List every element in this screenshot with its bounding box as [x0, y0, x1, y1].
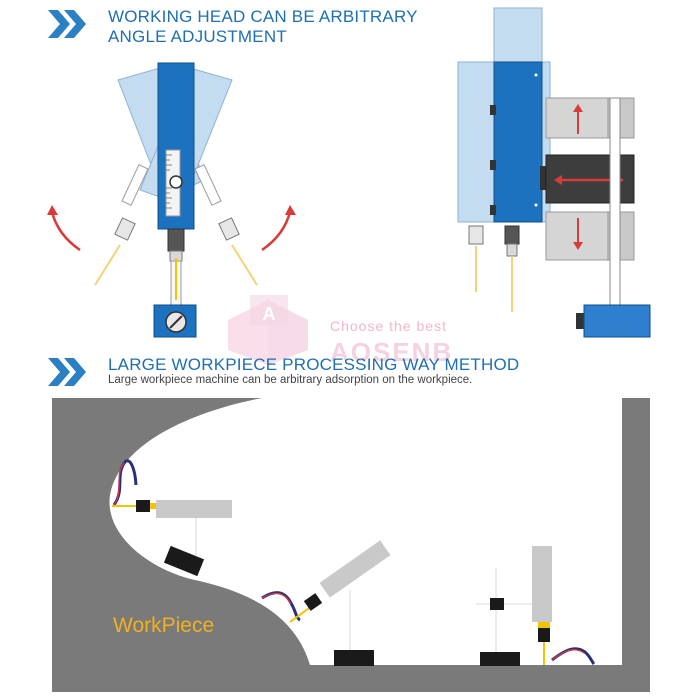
sliding-head-right — [457, 7, 651, 338]
center-head — [157, 62, 195, 230]
watermark-brand: AOSENB — [330, 337, 454, 367]
workpiece-body — [52, 398, 650, 692]
watermark-tagline: Choose the best — [330, 318, 447, 334]
watermark-logo-letter: A — [263, 304, 276, 324]
section1-title-line1: WORKING HEAD CAN BE ARBITRARY — [108, 7, 418, 26]
double-chevron-right-icon — [48, 358, 86, 386]
section1-title-line2: ANGLE ADJUSTMENT — [108, 27, 287, 46]
workpiece-label: WorkPiece — [113, 614, 215, 637]
tilted-head-left — [94, 67, 258, 286]
section2-title: LARGE WORKPIECE PROCESSING WAY METHOD — [108, 355, 520, 374]
section2-subtitle: Large workpiece machine can be arbitrary… — [108, 374, 473, 386]
watermark-logo: A — [228, 295, 308, 365]
double-chevron-right-icon — [48, 10, 86, 38]
